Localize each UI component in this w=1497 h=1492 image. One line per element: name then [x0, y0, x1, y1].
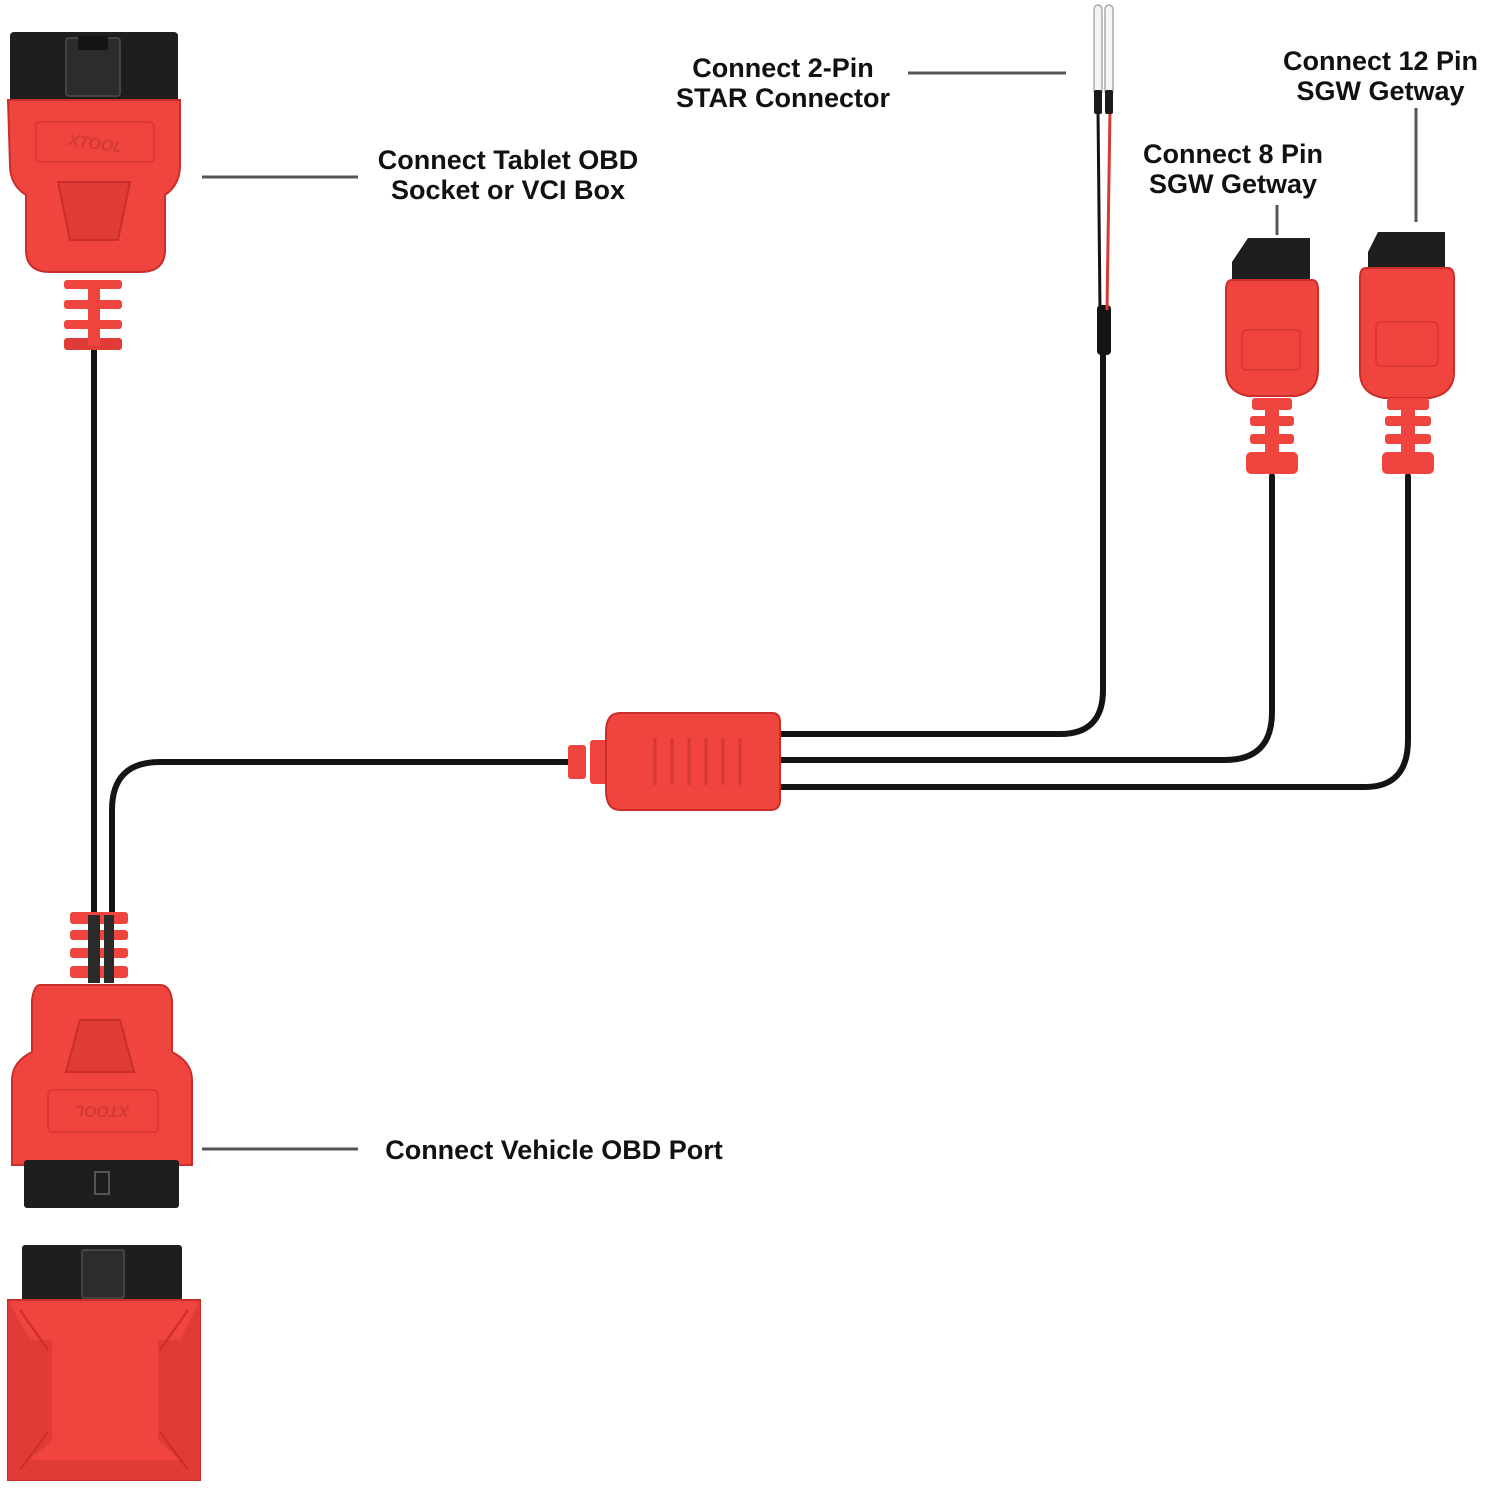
- vehicle-obd-connector: [11, 912, 193, 1208]
- splitter-hub: [568, 712, 781, 811]
- sgw-12pin-connector: [1359, 232, 1455, 474]
- bottom-logo: XTOOL: [75, 1102, 131, 1119]
- cables: [91, 312, 1411, 918]
- sgw8-cable: [775, 473, 1275, 763]
- star-connector: [1093, 4, 1114, 355]
- label-star-connector: Connect 2-Pin STAR Connector: [676, 53, 890, 113]
- leader-lines: [202, 71, 1418, 1151]
- sgw-8pin-connector: [1225, 238, 1319, 474]
- obd-adapter: [7, 1245, 201, 1481]
- sgw12-cable: [775, 473, 1411, 790]
- label-vehicle-obd: Connect Vehicle OBD Port: [385, 1135, 723, 1165]
- branch-cable: [109, 759, 575, 918]
- star-cable: [775, 312, 1106, 737]
- label-sgw-8pin: Connect 8 Pin SGW Getway: [1142, 139, 1324, 199]
- tablet-obd-connector: [6, 32, 181, 350]
- label-sgw-12pin: Connect 12 Pin SGW Getway: [1282, 46, 1479, 106]
- label-tablet-obd: Connect Tablet OBD Socket or VCI Box: [377, 145, 639, 205]
